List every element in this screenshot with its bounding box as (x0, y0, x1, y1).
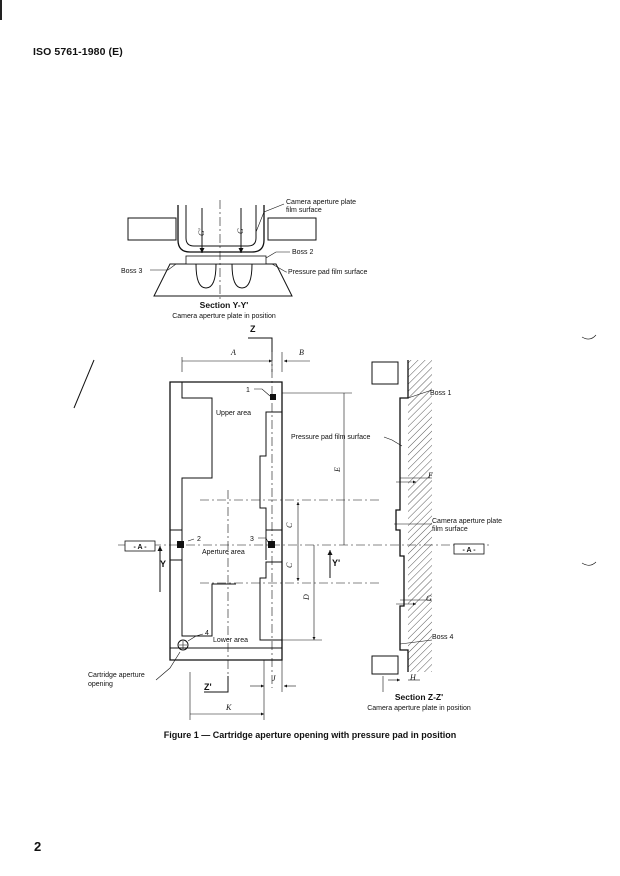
yy-label-camera-2: film surface (286, 207, 322, 214)
scan-mark-2 (581, 561, 597, 566)
label-e: E (333, 467, 342, 473)
a-marker-right-box (453, 543, 485, 555)
zz-label-h: H (409, 673, 417, 682)
figure-caption: Figure 1 — Cartridge aperture opening wi… (163, 730, 457, 740)
yy-plate-left (127, 217, 177, 241)
z-prime-marker (204, 676, 229, 693)
leader-3 (258, 537, 269, 543)
point-2-marker (177, 541, 184, 548)
yy-section-subtitle: Camera aperture plate in position (172, 313, 276, 320)
yy-leader-boss3 (150, 263, 177, 271)
label-d: D (302, 594, 311, 601)
point-4-marker (177, 639, 189, 651)
leader-main-pad (383, 436, 403, 447)
label-aperture-area: Aperture area (202, 549, 245, 556)
yy-boss-strip (185, 255, 267, 265)
label-k: K (225, 703, 232, 712)
yy-label-g: G (236, 228, 245, 234)
zz-plate-bottom (371, 655, 399, 675)
label-b: B (299, 348, 304, 357)
yy-pressure-pad (153, 263, 293, 297)
label-main-pad: Pressure pad film surface (291, 434, 370, 441)
z-marker (248, 337, 273, 352)
label-a: A (230, 348, 236, 357)
leader-cartridge-opening (155, 651, 181, 681)
zz-film-surface (395, 360, 409, 672)
document-header: ISO 5761-1980 (E) (33, 46, 123, 58)
label-point-3: 3 (250, 536, 254, 543)
yy-label-boss3: Boss 3 (121, 268, 143, 275)
zz-label-f: F (427, 471, 433, 480)
y-label: Y (160, 559, 166, 569)
cartridge-outline (169, 381, 283, 661)
label-c-lower: C (285, 562, 294, 568)
label-point-4: 4 (205, 630, 209, 637)
point-4-cross (179, 641, 187, 649)
page-number: 2 (34, 839, 42, 854)
yy-plate-right (267, 217, 317, 241)
zz-pad-body (408, 360, 432, 672)
stray-mark (73, 359, 95, 409)
label-lower-area: Lower area (213, 637, 248, 644)
zz-boss4-line (399, 639, 433, 645)
yy-cartridge-inner (185, 205, 257, 247)
upper-left-profile (170, 382, 213, 531)
label-point-1: 1 (246, 387, 250, 394)
point-1-marker (270, 394, 276, 400)
label-upper-area: Upper area (216, 410, 251, 417)
zz-label-boss4: Boss 4 (432, 634, 454, 641)
yy-label-boss2: Boss 2 (292, 249, 314, 256)
zz-label-camera-2: film surface (432, 526, 468, 533)
a-marker-right: - A - (462, 547, 476, 554)
lower-left-profile (170, 559, 236, 637)
yy-pad-recess-1 (195, 263, 217, 289)
section-zz-drawing: Boss 1 F Camera aperture plate film surf… (367, 360, 502, 712)
yy-label-pad: Pressure pad film surface (288, 269, 367, 276)
label-cartridge-1: Cartridge aperture (88, 672, 145, 679)
yy-label-camera-1: Camera aperture plate (286, 199, 356, 206)
yy-label-g-prime: G' (197, 228, 206, 236)
zz-label-g: G (426, 594, 432, 603)
y-prime-label: Y' (332, 558, 340, 568)
point-3-marker (268, 541, 275, 548)
z-prime-label: Z' (204, 682, 212, 692)
leader-4 (187, 633, 204, 642)
label-c-upper: C (285, 522, 294, 528)
leader-2 (187, 538, 195, 542)
yy-leader-pad (271, 263, 287, 273)
label-point-2: 2 (197, 536, 201, 543)
zz-section-title: Section Z-Z' (395, 692, 443, 702)
scan-mark-1 (581, 334, 597, 340)
zz-label-camera-1: Camera aperture plate (432, 518, 502, 525)
zz-boss1-line (407, 389, 433, 399)
z-label: Z (250, 324, 256, 334)
margin-rule (0, 0, 2, 20)
a-marker-left: - A - (133, 544, 147, 551)
leader-1 (254, 388, 271, 397)
lower-right-profile (259, 561, 282, 641)
a-marker-left-box (124, 540, 156, 552)
zz-section-subtitle: Camera aperture plate in position (367, 705, 471, 712)
section-yy-drawing: G' G Camera aperture plate film surface … (121, 199, 367, 320)
upper-right-profile (259, 411, 282, 531)
zz-plate-top (371, 361, 399, 385)
yy-section-title: Section Y-Y' (200, 300, 249, 310)
yy-leader-boss2 (265, 251, 290, 259)
yy-leader-camera (255, 203, 285, 233)
label-cartridge-2: opening (88, 681, 113, 688)
zz-label-boss1: Boss 1 (430, 390, 452, 397)
yy-cartridge-outline (177, 205, 265, 253)
label-j: J (272, 674, 276, 683)
yy-pad-recess-2 (231, 263, 253, 289)
main-view-drawing: Z A B 1 2 (88, 324, 490, 720)
